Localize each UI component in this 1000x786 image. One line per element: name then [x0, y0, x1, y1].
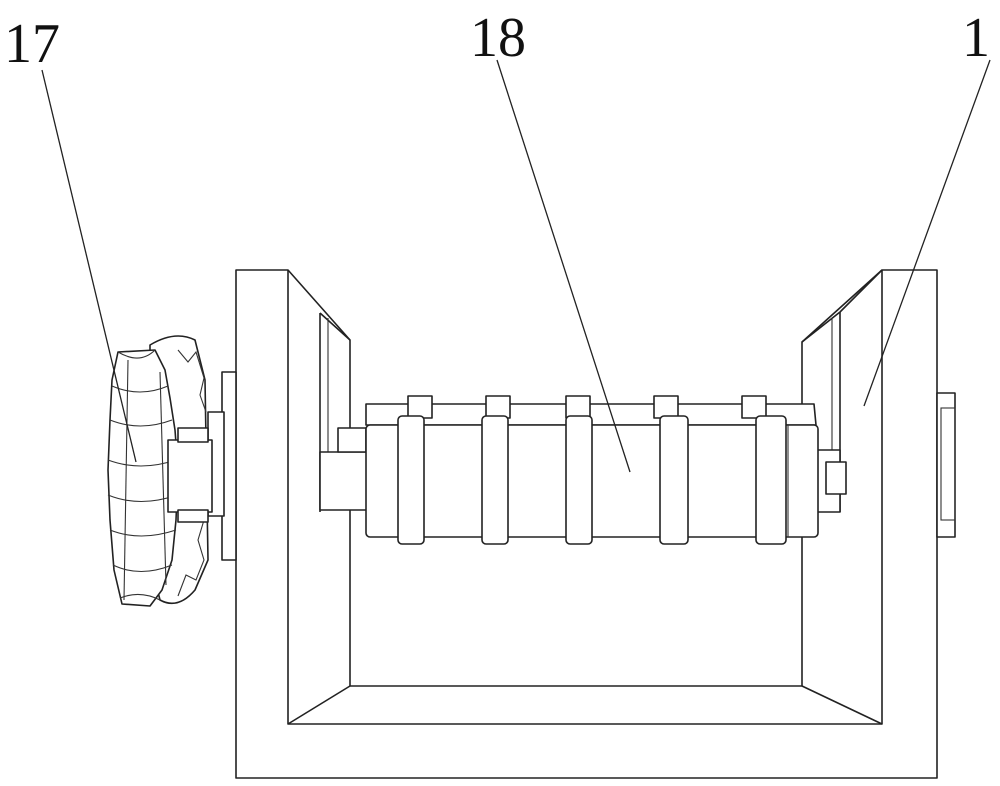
callout-17: 17 — [4, 13, 60, 75]
leader-1 — [863, 59, 991, 407]
sprocket-wheel — [107, 335, 213, 607]
roller-shaft — [319, 395, 847, 545]
leader-lines — [41, 59, 991, 473]
bearing-block-right — [936, 392, 956, 538]
leader-18 — [496, 59, 631, 473]
callout-18: 18 — [470, 7, 526, 69]
leader-17 — [41, 69, 137, 463]
callout-1: 1 — [962, 7, 990, 69]
roller-rings — [397, 395, 787, 545]
